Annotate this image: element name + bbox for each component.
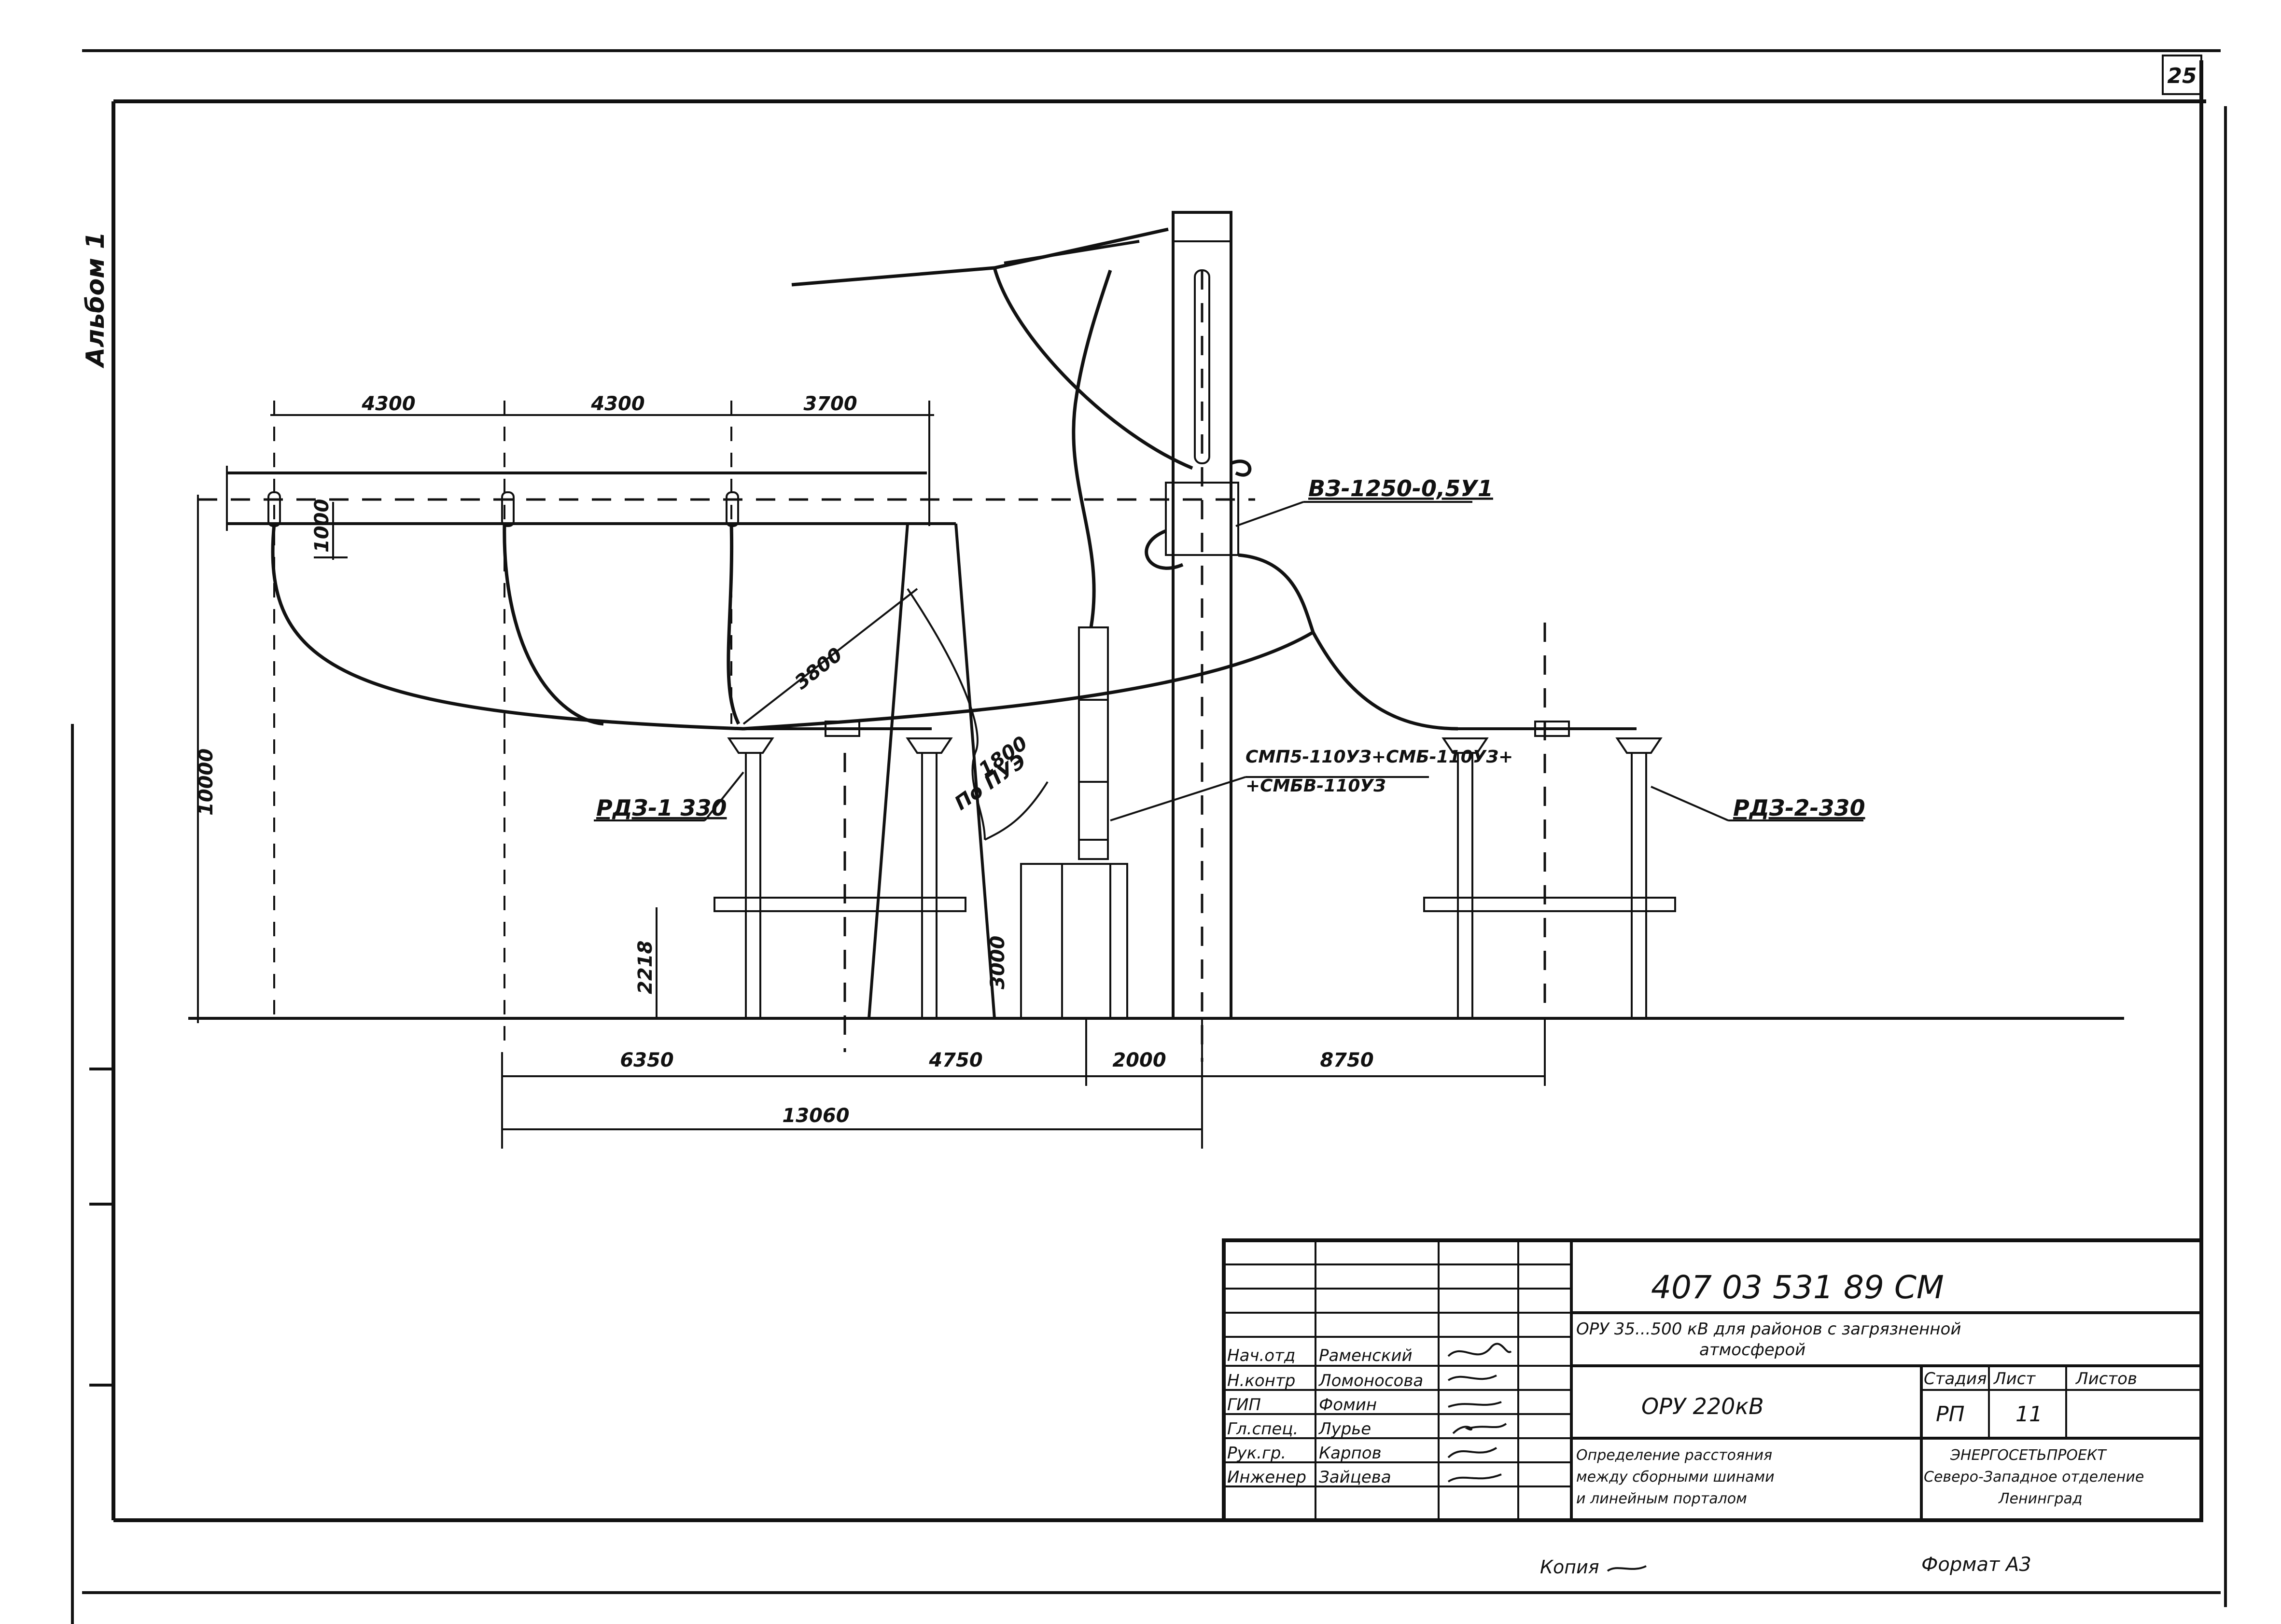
signature [1447,1473,1502,1483]
switch-left-post-2 [921,752,938,1019]
dim-height-total: 10000 [195,749,217,816]
switch-right-post-2 [1631,752,1647,1019]
footer-format: Формат А3 [1921,1554,2031,1576]
tb-name: Фомин [1319,1395,1377,1415]
pue-arc [907,588,986,840]
tb-role: Н.контр [1227,1371,1295,1390]
tb-sheets-label: Листов [2075,1369,2137,1388]
wire-to-right-switch [1311,631,1458,731]
leader-disconnector [1235,501,1304,527]
tb-name: Ломоносова [1318,1371,1423,1390]
dim-top-3: 3700 [803,393,857,415]
incoming-line [791,227,1169,287]
dim-bottom-1: 6350 [620,1049,673,1071]
signature [1452,1423,1507,1434]
dim-top-1: 4300 [361,393,415,415]
signature [1447,1374,1497,1381]
switch-left-head-2 [906,737,953,754]
label-switch-left: РДЗ-1 330 [596,795,727,821]
footer-copy: Копия [1540,1556,1599,1578]
tb-name: Карпов [1319,1444,1382,1463]
title-block: Нач.отд Раменский Н.контр Ломоносова ГИП… [1222,1238,2203,1522]
switch-left-post-1 [745,752,761,1019]
tb-doc-code: 407 03 531 89 СМ [1651,1269,1944,1306]
tb-desc-2: между сборными шинами [1576,1469,1775,1485]
tb-role: Рук.гр. [1227,1444,1286,1463]
dim-sag: 1000 [311,499,333,553]
signature [1448,1401,1502,1408]
tb-name: Зайцева [1319,1468,1391,1487]
pue-arc-2 [984,781,1049,841]
tb-role: Гл.спец. [1227,1419,1298,1439]
switch-left-contact [825,721,860,737]
sheet-number: 25 [2167,64,2197,88]
tb-org-2: Северо-Западное отделение [1924,1469,2144,1485]
drop-wire-1 [271,523,744,731]
title-block-frame [1222,1238,2203,1522]
switch-right-post-1 [1457,752,1473,1019]
signature [1447,1343,1512,1357]
bus-clamp [501,491,515,527]
tb-stage-label: Стадия [1924,1369,1987,1388]
label-insulators-2: +СМБВ-110УЗ [1245,776,1386,796]
tb-desc-3: и линейным порталом [1576,1490,1747,1507]
column-drop-wire [1072,269,1112,628]
footer-copy-signature [1607,1565,1647,1572]
signature [1447,1447,1497,1458]
dim-bottom-2: 4750 [928,1049,982,1071]
drop-wire-2 [503,523,604,726]
tb-section: ОРУ 220кВ [1641,1393,1764,1419]
tb-role: Инженер [1227,1468,1306,1487]
disconnector-hook [1230,459,1252,477]
tb-title-1: ОРУ 35...500 кВ для районов с загрязненн… [1576,1319,1961,1339]
sheet-number-box [2162,55,2202,95]
tb-title-2: атмосферой [1699,1340,1805,1360]
tb-role: ГИП [1227,1395,1261,1415]
dim-diag-clearance: 3800 [791,643,847,694]
switch-left-head-1 [727,737,774,754]
label-switch-right: РДЗ-2-330 [1733,795,1865,821]
switch-right-contact [1534,721,1570,737]
album-label: Альбом 1 [81,232,110,369]
dim-h-3000: 3000 [987,936,1009,989]
tb-desc-1: Определение расстояния [1576,1447,1772,1464]
disconnector-loop [1145,529,1184,570]
dim-overall: 13060 [782,1105,849,1127]
dim-diag-line [742,588,918,725]
drop-wire-3 [727,523,741,725]
dim-height-platform: 2218 [634,941,657,994]
label-disconnector: ВЗ-1250-0,5У1 [1308,475,1493,501]
line-portal [868,522,996,1019]
insulator-base [1020,863,1128,1019]
leader-insulators [1110,776,1246,821]
dim-bottom-3: 2000 [1112,1049,1166,1071]
switch-left-platform [714,897,966,912]
tb-stage: РП [1936,1402,1965,1427]
disconnector-lead [1238,553,1315,633]
tb-org-1: ЭНЕРГОСЕТЬПРОЕКТ [1950,1447,2107,1464]
label-insulators-1: СМП5-110УЗ+СМБ-110УЗ+ [1245,747,1513,767]
switch-right-head-1 [1441,737,1489,754]
leader-switch-left [704,771,744,821]
tb-sheet: 11 [2015,1402,2043,1427]
tb-role: Нач.отд [1227,1346,1295,1365]
incoming-drop [993,267,1193,470]
tb-org-3: Ленинград [1998,1490,2083,1507]
switch-right-head-2 [1615,737,1663,754]
incoming-insulator-string [1004,240,1140,264]
switch-right-platform [1423,897,1676,912]
insulator-column [1078,626,1109,860]
tb-sheet-label: Лист [1993,1369,2036,1388]
tb-name: Лурье [1318,1419,1371,1439]
leader-switch-right [1651,786,1729,821]
dim-bottom-4: 8750 [1320,1049,1373,1071]
dim-top-2: 4300 [590,393,644,415]
tb-name: Раменский [1319,1346,1413,1365]
